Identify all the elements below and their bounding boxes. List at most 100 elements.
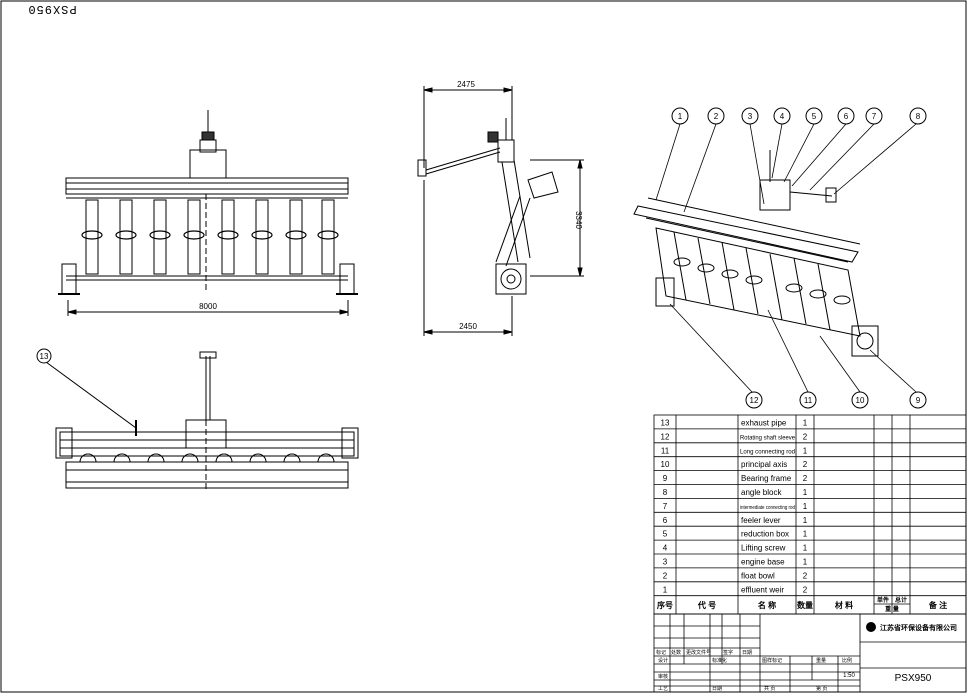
bom-no: 7 bbox=[663, 502, 668, 511]
svg-text:单件: 单件 bbox=[877, 596, 889, 604]
svg-text:日期: 日期 bbox=[742, 650, 752, 656]
title-block bbox=[653, 613, 967, 693]
svg-text:7: 7 bbox=[872, 112, 877, 121]
bom-name: Lifting screw bbox=[741, 544, 786, 553]
balloon-11: 11 bbox=[799, 391, 817, 409]
iso-pipes bbox=[673, 231, 831, 331]
balloon-5: 5 bbox=[805, 107, 823, 125]
svg-text:重 量: 重 量 bbox=[885, 605, 899, 613]
svg-text:10: 10 bbox=[856, 396, 865, 405]
svg-text:更改文件号: 更改文件号 bbox=[686, 649, 711, 656]
bom-qty: 1 bbox=[803, 446, 808, 455]
bom-name: Rotating shaft sleeve bbox=[740, 435, 796, 441]
svg-text:代 号: 代 号 bbox=[697, 600, 716, 610]
bom-qty: 1 bbox=[803, 558, 808, 567]
scale-value: 1:50 bbox=[843, 673, 855, 679]
svg-text:标记: 标记 bbox=[656, 649, 666, 656]
isometric-view bbox=[633, 150, 879, 357]
bom-name: float bowl bbox=[741, 571, 775, 580]
bom-no: 4 bbox=[663, 544, 668, 553]
bom-no: 12 bbox=[661, 432, 670, 441]
balloon-4: 4 bbox=[773, 107, 791, 125]
pipe-collars bbox=[81, 230, 339, 240]
title-block-labels: 标记 处数 更改文件号 签字 日期 设计 标准化 图样标记 重量 比例 审核 工… bbox=[656, 649, 852, 692]
balloon-12: 12 bbox=[745, 391, 763, 409]
bom-qty: 1 bbox=[803, 530, 808, 539]
svg-text:2: 2 bbox=[714, 112, 719, 121]
svg-text:设计: 设计 bbox=[658, 657, 668, 664]
svg-text:1: 1 bbox=[678, 112, 683, 121]
iso-leaders bbox=[655, 123, 917, 393]
svg-text:签字: 签字 bbox=[723, 649, 733, 656]
bom-no: 3 bbox=[663, 558, 668, 567]
svg-text:工艺: 工艺 bbox=[658, 686, 668, 692]
svg-text:图样标记: 图样标记 bbox=[762, 657, 782, 664]
company-name: 江苏省环保设备有限公司 bbox=[880, 623, 957, 632]
balloon-8: 8 bbox=[909, 107, 927, 125]
svg-text:比例: 比例 bbox=[842, 657, 852, 664]
bom-qty: 2 bbox=[803, 460, 808, 469]
bom-name: Long connecting rod bbox=[740, 449, 795, 455]
dim-overall-length: 8000 bbox=[199, 302, 217, 311]
svg-text:8: 8 bbox=[916, 112, 921, 121]
dim-side-width-top: 2475 bbox=[457, 80, 475, 89]
balloon-10: 10 bbox=[851, 391, 869, 409]
dim-side-width-bottom: 2450 bbox=[459, 322, 477, 331]
bom-no: 2 bbox=[663, 571, 668, 580]
side-view bbox=[417, 86, 584, 336]
bom-qty: 1 bbox=[803, 419, 808, 428]
balloon-3: 3 bbox=[741, 107, 759, 125]
bom-no: 10 bbox=[661, 460, 670, 469]
bom-qty: 2 bbox=[803, 474, 808, 483]
bom-no: 11 bbox=[661, 446, 670, 455]
svg-text:备 注: 备 注 bbox=[928, 600, 947, 610]
company-logo bbox=[866, 622, 876, 632]
float-pipes bbox=[85, 199, 335, 275]
svg-text:13: 13 bbox=[40, 352, 49, 361]
bom-no: 13 bbox=[661, 419, 670, 428]
balloon-6: 6 bbox=[837, 107, 855, 125]
bom-qty: 2 bbox=[803, 432, 808, 441]
balloon-1: 1 bbox=[671, 107, 689, 125]
bom-name: intermediate connecting rod bbox=[740, 505, 795, 511]
bom-name: effluent weir bbox=[741, 585, 784, 594]
svg-text:处数: 处数 bbox=[671, 649, 681, 656]
bom-qty: 1 bbox=[803, 544, 808, 553]
bom-qty: 2 bbox=[803, 585, 808, 594]
svg-text:第 页: 第 页 bbox=[816, 685, 827, 692]
drawing-number: PSX950 bbox=[895, 673, 932, 684]
dim-side-height: 3340 bbox=[574, 211, 583, 229]
svg-text:序号: 序号 bbox=[657, 600, 673, 610]
bom-header: 序号 代 号 名 称 数量 材 料 单件 总计 重 量 备 注 bbox=[657, 596, 947, 613]
svg-text:9: 9 bbox=[916, 396, 921, 405]
bom-no: 9 bbox=[663, 474, 668, 483]
svg-text:11: 11 bbox=[804, 396, 813, 405]
bom-no: 8 bbox=[663, 488, 668, 497]
svg-text:审核: 审核 bbox=[658, 673, 668, 680]
svg-text:12: 12 bbox=[750, 396, 759, 405]
svg-text:4: 4 bbox=[780, 112, 785, 121]
bom-name: angle block bbox=[741, 488, 782, 497]
svg-text:5: 5 bbox=[812, 112, 817, 121]
balloon-2: 2 bbox=[707, 107, 725, 125]
bom-name: principal axis bbox=[741, 460, 787, 469]
front-view bbox=[58, 110, 358, 316]
svg-text:总计: 总计 bbox=[895, 596, 907, 604]
balloon-9: 9 bbox=[909, 391, 927, 409]
bom-qty: 1 bbox=[803, 516, 808, 525]
svg-text:6: 6 bbox=[844, 112, 849, 121]
svg-text:名 称: 名 称 bbox=[758, 600, 776, 610]
iso-collars bbox=[673, 257, 851, 305]
svg-text:3: 3 bbox=[748, 112, 753, 121]
bom-qty: 2 bbox=[803, 571, 808, 580]
svg-text:重量: 重量 bbox=[816, 657, 826, 664]
bom-name: engine base bbox=[741, 558, 785, 567]
svg-text:材 料: 材 料 bbox=[835, 600, 853, 610]
svg-text:日期: 日期 bbox=[712, 686, 722, 692]
bom-rows: 13 exhaust pipe 1 12 Rotating shaft slee… bbox=[661, 419, 808, 595]
bom-no: 5 bbox=[663, 530, 668, 539]
bom-name: reduction box bbox=[741, 530, 789, 539]
